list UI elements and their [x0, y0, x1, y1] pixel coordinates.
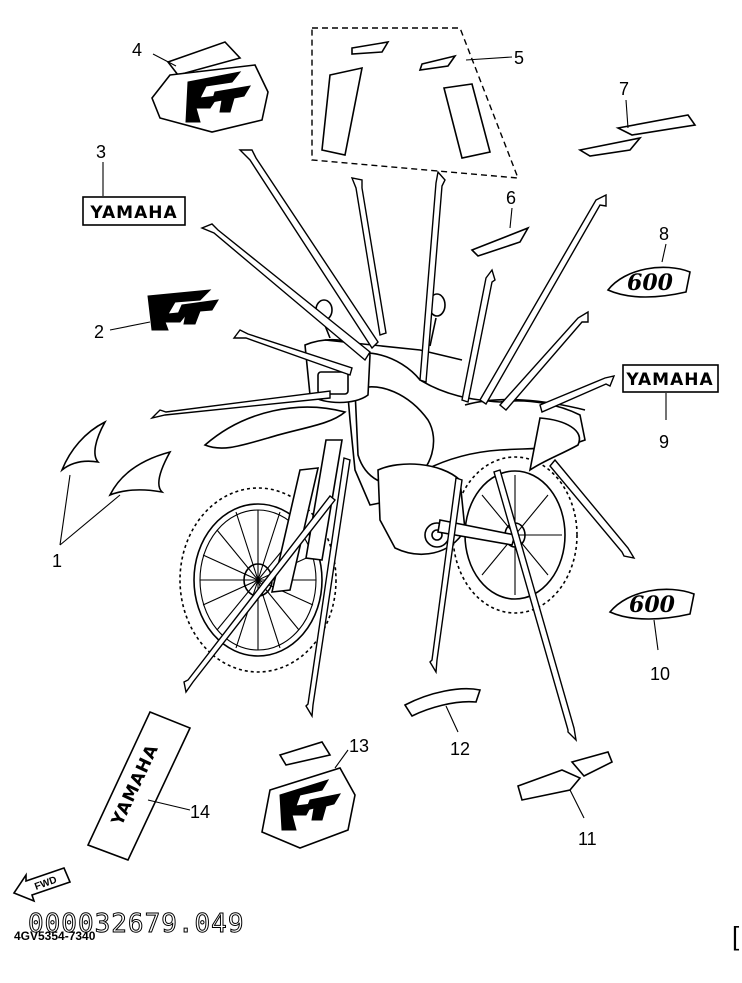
callout-11: 11 [578, 829, 597, 849]
corner-bracket: [ [732, 921, 740, 951]
callout-labels: 1 2 3 4 5 6 7 8 9 10 11 12 13 14 [52, 40, 670, 849]
callout-9: 9 [659, 432, 669, 452]
part-1-decal [59, 420, 172, 546]
part-11-decal [517, 751, 614, 819]
part-14-badge [86, 710, 192, 862]
part-13-decal [261, 741, 356, 849]
callout-1: 1 [52, 551, 62, 571]
callout-7: 7 [619, 79, 629, 99]
leader-arrows [149, 149, 636, 743]
callout-4: 4 [132, 40, 142, 60]
yamaha-emblem-small: YAMAHA [89, 203, 177, 223]
callout-2: 2 [94, 322, 104, 342]
part-code: 4GV5354-7340 [14, 929, 96, 943]
model-logo-10: 600 [629, 592, 676, 618]
part-5-group [311, 27, 520, 179]
callout-14: 14 [190, 802, 210, 822]
part-2-decal [109, 289, 219, 331]
serial-number: 000032679.049 [28, 909, 245, 939]
fwd-arrow-icon [12, 867, 72, 903]
part-9-badge [622, 364, 719, 420]
part-7-decal [577, 99, 697, 157]
motorcycle-illustration [179, 293, 586, 673]
callout-8: 8 [659, 224, 669, 244]
part-4-decal [151, 41, 269, 133]
part-6-decal [470, 207, 530, 257]
part-12-decal [403, 687, 482, 733]
callout-12: 12 [450, 739, 470, 759]
part-10-logo [608, 588, 695, 651]
callout-10: 10 [650, 664, 670, 684]
callout-3: 3 [96, 142, 106, 162]
callout-5: 5 [514, 48, 524, 68]
part-3-badge [82, 162, 186, 226]
yamaha-emblem-right: YAMAHA [625, 370, 713, 390]
callout-6: 6 [506, 188, 516, 208]
model-logo-8: 600 [627, 270, 674, 296]
part-8-logo [606, 243, 691, 298]
callout-13: 13 [349, 736, 369, 756]
